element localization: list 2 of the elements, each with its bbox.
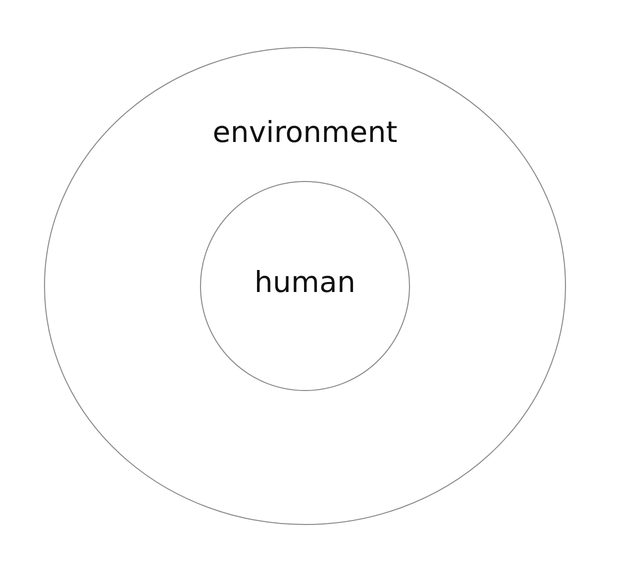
node-label: environment xyxy=(212,115,398,149)
node-label: human xyxy=(254,265,356,299)
